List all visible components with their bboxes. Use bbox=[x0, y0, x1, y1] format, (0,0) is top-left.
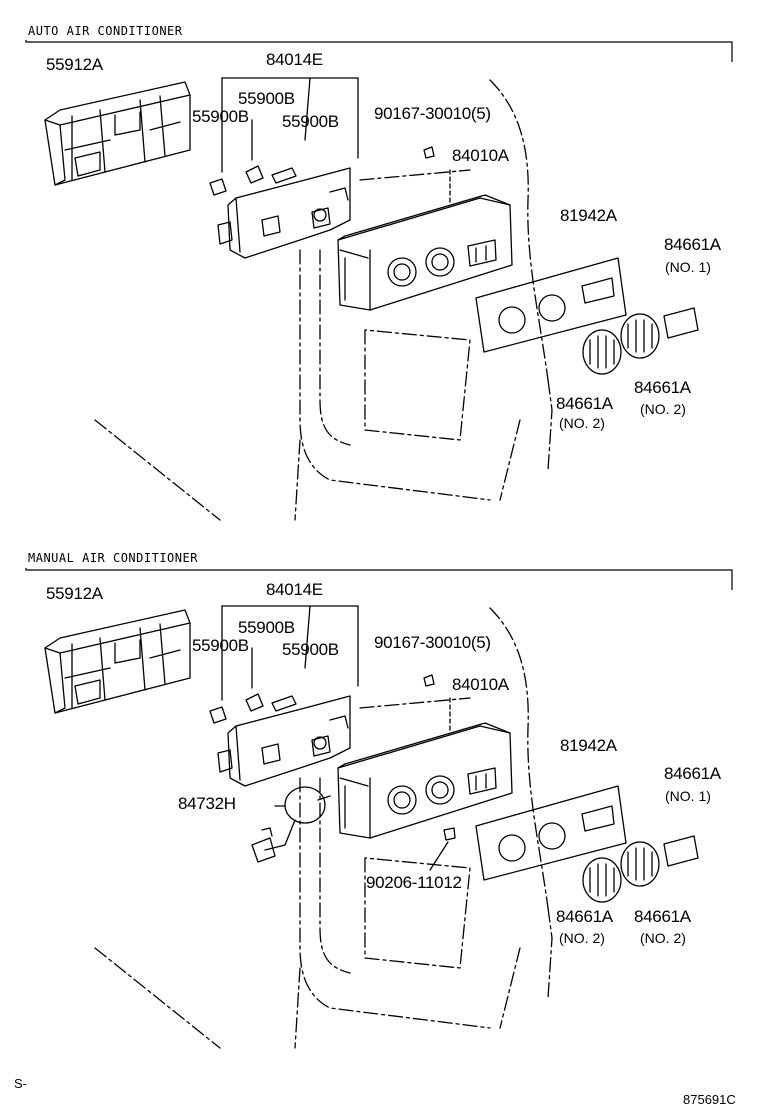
label-knob-no2-right: 84661A bbox=[634, 907, 691, 926]
label-knob-no1-sub: (NO. 1) bbox=[665, 259, 711, 275]
label-knob-no1-sub: (NO. 1) bbox=[665, 788, 711, 804]
label-knob-no2-right: 84661A bbox=[634, 378, 691, 397]
manual-section-title: MANUAL AIR CONDITIONER bbox=[28, 551, 198, 565]
label-knob-no1: 84661A bbox=[664, 235, 721, 254]
label-knob-no2-right-sub: (NO. 2) bbox=[640, 401, 686, 417]
label-bulb-right: 55900B bbox=[282, 112, 339, 131]
label-bulb-left: 55900B bbox=[192, 636, 249, 655]
label-control-assy: 84010A bbox=[452, 146, 509, 165]
label-bulb-right: 55900B bbox=[282, 640, 339, 659]
label-knob-no2-left-sub: (NO. 2) bbox=[559, 930, 605, 946]
label-control-assy: 84010A bbox=[452, 675, 509, 694]
label-bulb-small: 90206-11012 bbox=[366, 873, 462, 892]
label-switch-set: 84014E bbox=[266, 50, 323, 69]
label-vent-panel: 55912A bbox=[46, 584, 103, 603]
auto-section-artwork bbox=[44, 77, 699, 521]
label-screw: 90167-30010(5) bbox=[374, 104, 491, 123]
label-bulb-b1: 55900B bbox=[238, 618, 295, 637]
label-bulb-left: 55900B bbox=[192, 107, 249, 126]
label-knob-no1: 84661A bbox=[664, 764, 721, 783]
label-screw: 90167-30010(5) bbox=[374, 633, 491, 652]
manual-section-artwork bbox=[44, 605, 699, 1049]
label-knob-no2-left: 84661A bbox=[556, 394, 613, 413]
label-cover-plate: 81942A bbox=[560, 206, 617, 225]
label-vent-panel: 55912A bbox=[46, 55, 103, 74]
drawing-number: 875691C bbox=[683, 1092, 736, 1107]
label-cover-plate: 81942A bbox=[560, 736, 617, 755]
label-knob-no2-right-sub: (NO. 2) bbox=[640, 930, 686, 946]
label-blower-switch: 84732H bbox=[178, 794, 236, 813]
footer-left-mark: S- bbox=[14, 1076, 27, 1091]
label-knob-no2-left: 84661A bbox=[556, 907, 613, 926]
label-switch-set: 84014E bbox=[266, 580, 323, 599]
label-bulb-b1: 55900B bbox=[238, 89, 295, 108]
auto-section-title: AUTO AIR CONDITIONER bbox=[28, 24, 183, 38]
label-knob-no2-left-sub: (NO. 2) bbox=[559, 415, 605, 431]
